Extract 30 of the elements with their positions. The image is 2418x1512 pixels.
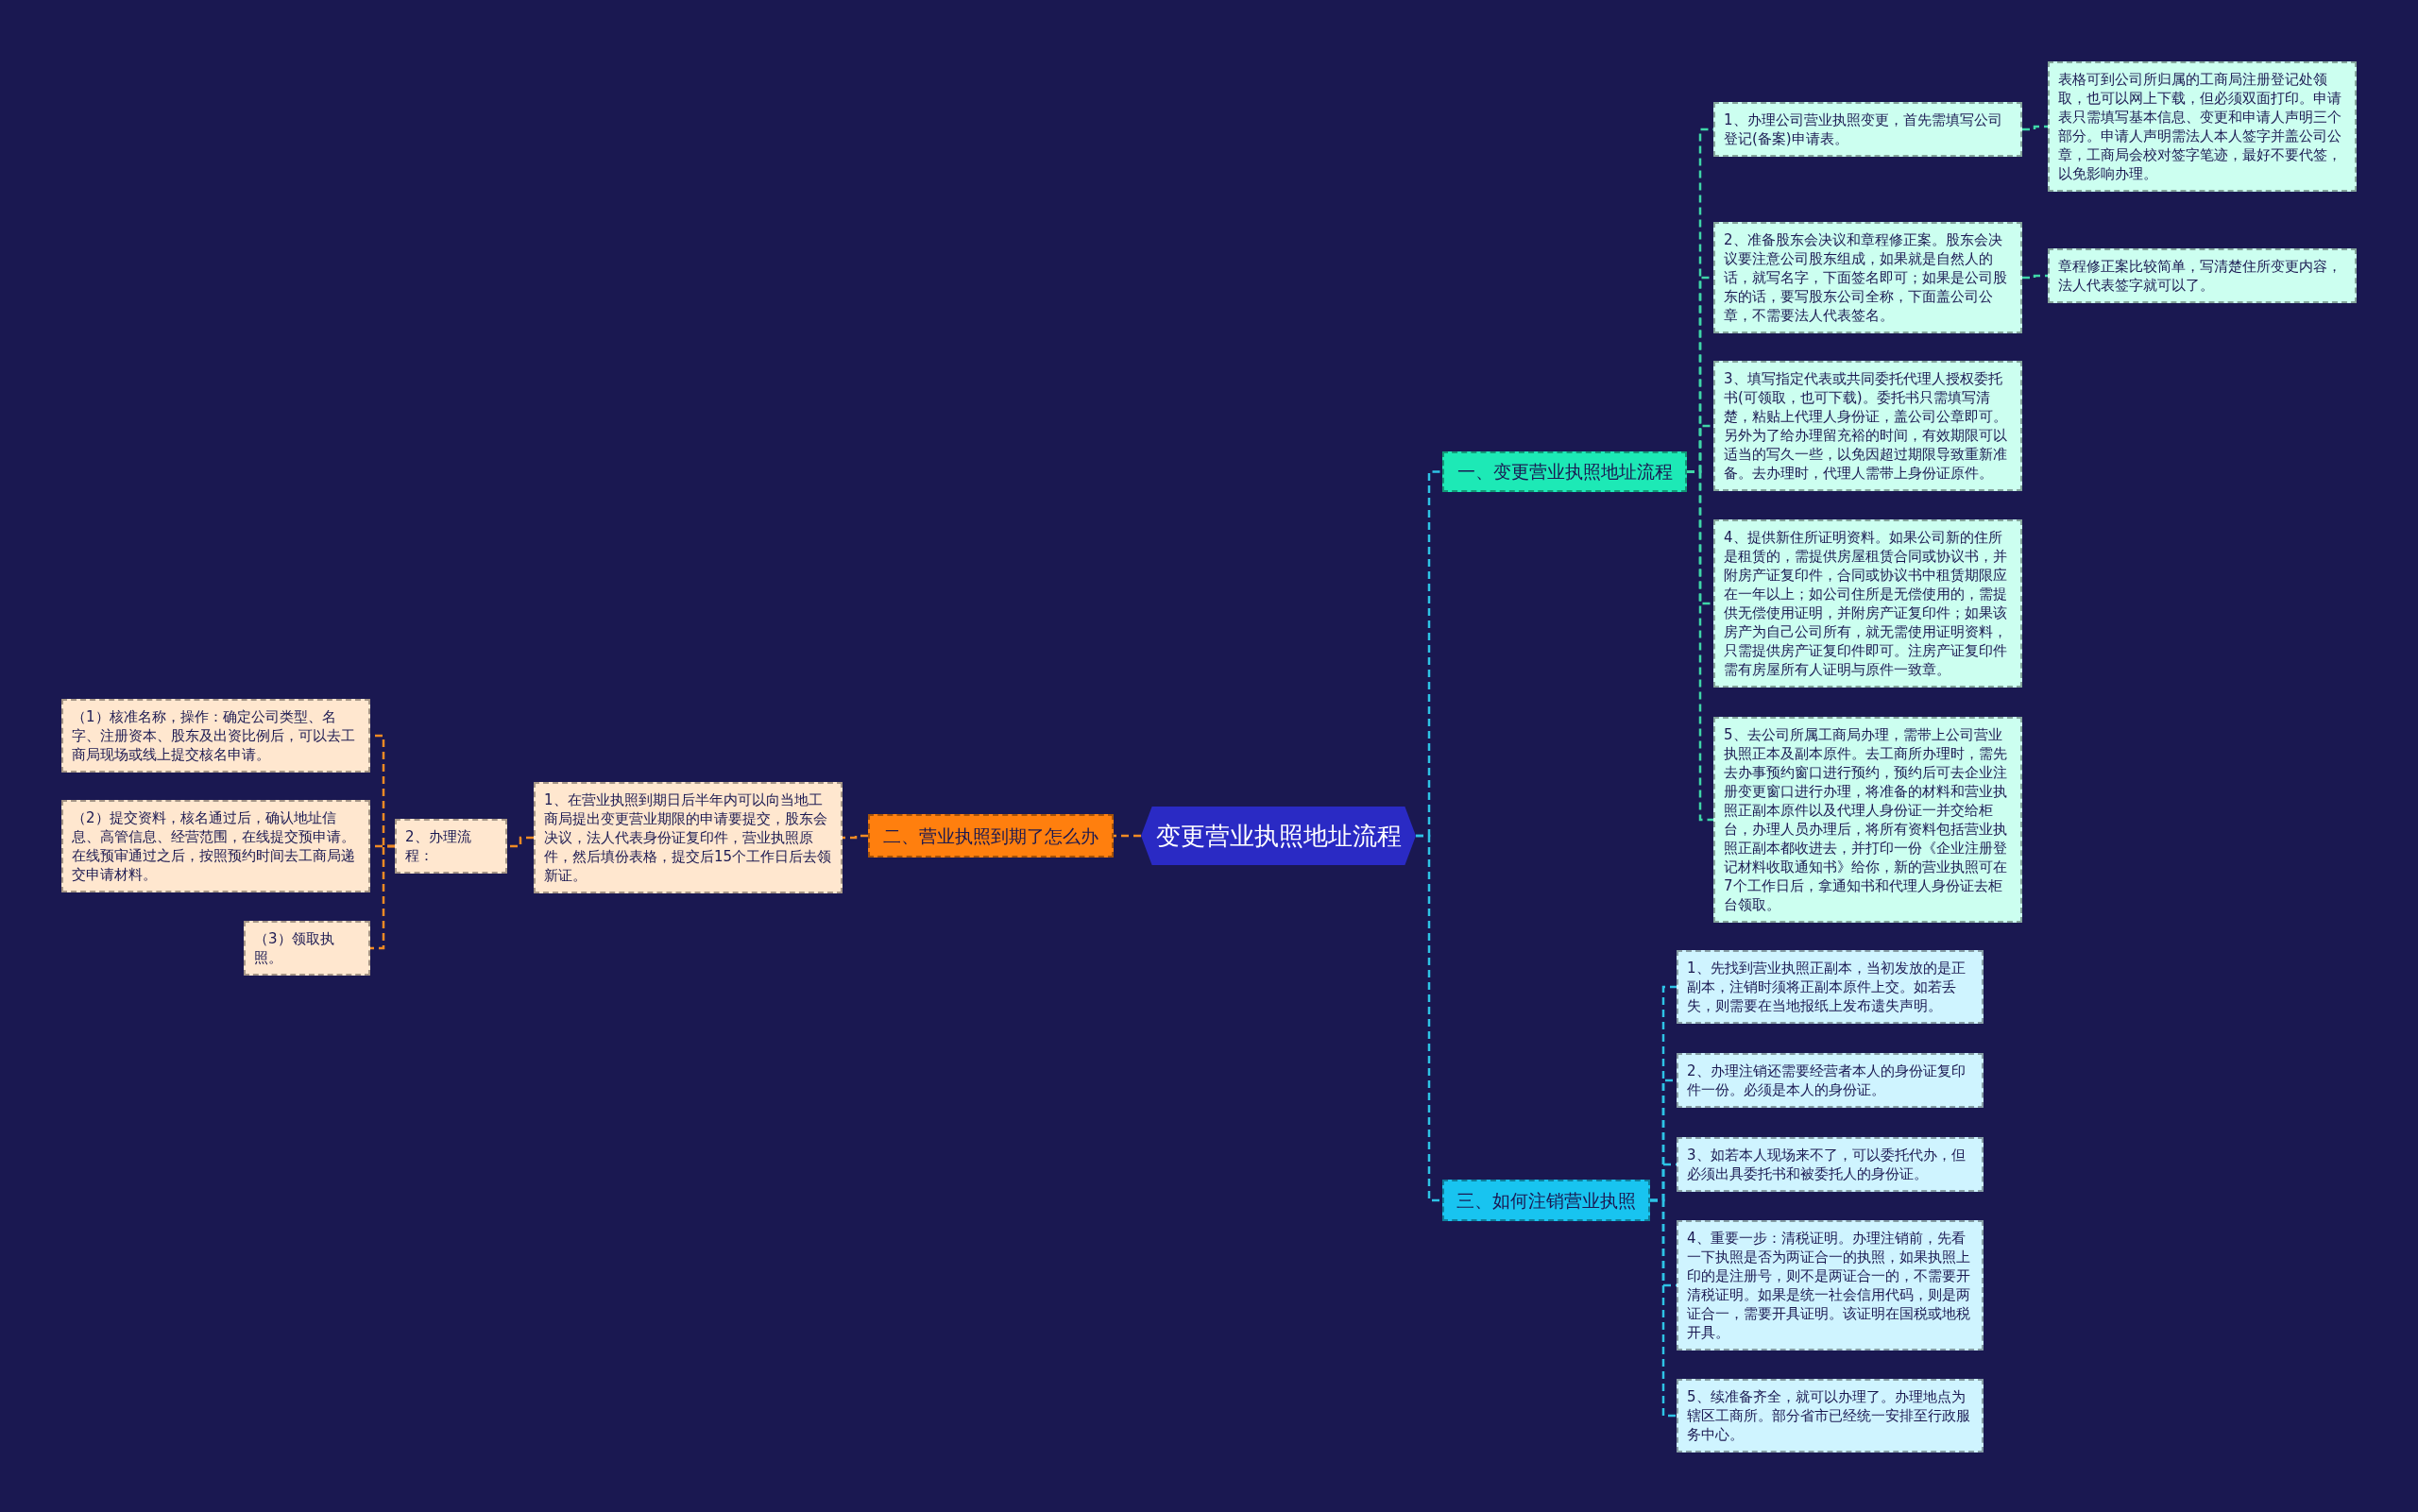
detail-box: 5、续准备齐全，就可以办理了。办理地点为辖区工商所。部分省市已经统一安排至行政服务中心。 <box>1677 1379 1984 1453</box>
central-topic: 变更营业执照地址流程 <box>1141 807 1416 865</box>
branch-topic-box: 二、营业执照到期了怎么办 <box>868 814 1114 858</box>
detail-box: 3、如若本人现场来不了，可以委托代办，但必须出具委托书和被委托人的身份证。 <box>1677 1137 1984 1192</box>
connector-line <box>1650 1198 1677 1418</box>
connector-line <box>507 836 534 848</box>
connector-line <box>2022 274 2048 280</box>
detail-box: 4、提供新住所证明资料。如果公司新的住所是租赁的，需提供房屋租赁合同或协议书，并附房产证复印件，合同或协议书中租赁期限应在一年以上；如公司住所是无偿使用的，需提供无偿使用证明，并附房产证复印件；如果该房产为自己公司所有，就无需使用证明资料，只需提供房产证复印件即可。注房产证复印件需有房屋所有人证明与原件一致章。 <box>1713 519 2022 688</box>
detail-box: 1、办理公司营业执照变更，首先需填写公司登记(备案)申请表。 <box>1713 102 2022 157</box>
detail-box: 2、办理注销还需要经营者本人的身份证复印件一份。必须是本人的身份证。 <box>1677 1053 1984 1108</box>
connector-line <box>370 844 395 950</box>
detail-box: 3、填写指定代表或共同委托代理人授权委托书(可领取，也可下载)。委托书只需填写清楚，粘贴上代理人身份证，盖公司公章即可。另外为了给办理留充裕的时间，有效期限可以适当的写久一些，以免因超过期限导致重新准备。去办理时，代理人需带上身份证原件。 <box>1713 361 2022 491</box>
detail-box: 章程修正案比较简单，写清楚住所变更内容，法人代表签字就可以了。 <box>2048 248 2357 303</box>
detail-box: 2、办理流程： <box>395 819 507 874</box>
detail-box: （2）提交资料，核名通过后，确认地址信息、高管信息、经营范围，在线提交预申请。在线预审通过之后，按照预约时间去工商局递交申请材料。 <box>61 800 370 892</box>
detail-box: （1）核准名称，操作：确定公司类型、名字、注册资本、股东及出资比例后，可以去工商局现场或线上提交核名申请。 <box>61 699 370 773</box>
detail-box: 表格可到公司所归属的工商局注册登记处领取，也可以网上下载，但必须双面打印。申请表只需填写基本信息、变更和申请人声明三个部分。申请人声明需法人本人签字并盖公司公章，工商局会校对签字笔迹，最好不要代签，以免影响办理。 <box>2048 61 2357 192</box>
detail-box: 5、去公司所属工商局办理，需带上公司营业执照正本及副本原件。去工商所办理时，需先去办事预约窗口进行预约，预约后可去企业注册变更窗口进行办理，将准备的材料和营业执照正副本原件以及代理人身份证一并交给柜台，办理人员办理后，将所有资料包括营业执照正副本都收进去，并打印一份《企业注册登记材料收取通知书》给你，新的营业执照可在7个工作日后，拿通知书和代理人身份证去柜台领取。 <box>1713 717 2022 923</box>
detail-box: 4、重要一步：清税证明。办理注销前，先看一下执照是否为两证合一的执照，如果执照上印的是注册号，则不是两证合一的，不需要开清税证明。如果是统一社会信用代码，则是两证合一，需要开具证明。该证明在国税或地税开具。 <box>1677 1220 1984 1351</box>
connector-line <box>1114 834 1141 838</box>
branch-topic-box: 一、变更营业执照地址流程 <box>1442 451 1687 492</box>
branch-topic-box: 三、如何注销营业执照 <box>1442 1180 1650 1221</box>
detail-box: 2、准备股东会决议和章程修正案。股东会决议要注意公司股东组成，如果就是自然人的话，就写名字，下面签名即可；如果是公司股东的话，要写股东公司全称，下面盖公司公章，不需要法人代表签名。 <box>1713 222 2022 333</box>
connector-line <box>843 834 868 840</box>
connector-line <box>1416 834 1442 1202</box>
connector-line <box>2022 125 2048 131</box>
detail-box: 1、先找到营业执照正副本，当初发放的是正副本，注销时须将正副本原件上交。如若丢失，则需要在当地报纸上发布遗失声明。 <box>1677 950 1984 1024</box>
detail-box: 1、在营业执照到期日后半年内可以向当地工商局提出变更营业期限的申请要提交，股东会决议，法人代表身份证复印件，营业执照原件，然后填份表格，提交后15个工作日后去领新证。 <box>534 782 843 893</box>
connector-line <box>1687 470 1713 822</box>
detail-box: （3）领取执照。 <box>244 921 370 976</box>
